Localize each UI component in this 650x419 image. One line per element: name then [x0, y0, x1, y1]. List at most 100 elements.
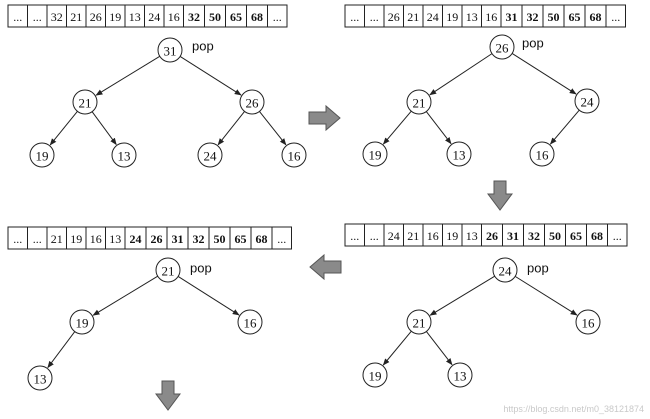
array-cell-value: 50: [549, 229, 561, 243]
tree-node-circle: [362, 141, 388, 167]
tree-node-circle: [446, 141, 472, 167]
tree-edge: [429, 275, 495, 316]
array-cell-value: 65: [569, 10, 581, 24]
watermark-text: https://blog.csdn.net/m0_38121874: [503, 404, 644, 414]
array-cell-value: ...: [13, 232, 22, 246]
array-cell-value: 31: [507, 229, 519, 243]
tree-node: 13: [111, 142, 137, 168]
tree-node-circle: [406, 309, 432, 335]
array-cell-value: ...: [13, 10, 22, 24]
arrow-down-icon: [487, 180, 513, 211]
tree-node-circle: [281, 142, 307, 168]
array-cell-value: ...: [350, 229, 359, 243]
array-cell-value: 19: [109, 10, 121, 24]
tree-edge: [382, 330, 412, 366]
tree-node-value: 19: [36, 149, 49, 164]
array-cell-value: 16: [427, 229, 439, 243]
array-cell: [607, 223, 628, 247]
array-cell-value: 19: [446, 10, 458, 24]
tree-node: 13: [27, 365, 53, 391]
pop-label: pop: [527, 261, 549, 276]
tree-node-value: 16: [288, 149, 302, 164]
tree-node: 24: [574, 88, 600, 114]
array-cell-value: 13: [129, 10, 141, 24]
tree-edge: [179, 56, 242, 96]
pop-label: pop: [192, 39, 214, 54]
tree-node-value: 24: [581, 95, 595, 110]
tree-node-circle: [492, 257, 518, 283]
array-cell-value: 31: [506, 10, 518, 24]
array-cell-value: ...: [33, 232, 42, 246]
array-cell-value: 50: [209, 10, 221, 24]
tree-node-value: 21: [413, 316, 426, 331]
array-cell-value: 68: [251, 10, 263, 24]
tree-node-circle: [111, 142, 137, 168]
tree-node-value: 13: [118, 149, 131, 164]
array-cell-value: 21: [407, 10, 419, 24]
tree-node: 19: [362, 141, 388, 167]
tree-node: 13: [447, 362, 473, 388]
tree-node-value: 16: [536, 148, 550, 163]
tree-node-value: 31: [164, 44, 177, 59]
tree-node: 24: [492, 257, 518, 283]
array-cell-value: 21: [70, 10, 82, 24]
tree-node-value: 16: [582, 316, 596, 331]
tree-node: 19: [29, 142, 55, 168]
tree-node-value: 19: [76, 316, 89, 331]
array-cell-value: 13: [466, 229, 478, 243]
tree-node-value: 19: [369, 369, 382, 384]
array-cell: [605, 4, 626, 28]
array-cell-value: 24: [148, 10, 160, 24]
array-cell-value: 16: [168, 10, 180, 24]
tree-edge: [429, 53, 493, 96]
tree-edge: [382, 110, 412, 145]
tree-node-value: 13: [34, 372, 47, 387]
array-cell-value: ...: [611, 10, 620, 24]
tree-node: 16: [575, 309, 601, 335]
tree-node-circle: [239, 89, 265, 115]
array-cell-value: 13: [109, 232, 121, 246]
array-cell-value: 16: [485, 10, 497, 24]
tree-node-value: 21: [79, 96, 92, 111]
tree-node-circle: [489, 34, 515, 60]
tree-node: 21: [406, 89, 432, 115]
tree-node: 26: [489, 34, 515, 60]
tree-node: 16: [529, 141, 555, 167]
tree-node-circle: [197, 142, 223, 168]
array-cell-value: 24: [427, 10, 439, 24]
tree-edge: [47, 331, 76, 369]
tree-edge: [49, 111, 78, 146]
array-cell-value: 68: [591, 229, 603, 243]
tree-node-circle: [157, 37, 183, 63]
array-cell-value: 13: [466, 10, 478, 24]
tree-node-circle: [72, 89, 98, 115]
tree-node-circle: [575, 309, 601, 335]
array-cell: [271, 226, 292, 250]
tree-node: 16: [237, 309, 263, 335]
array-cell-value: 16: [90, 232, 102, 246]
tree-node: 31: [157, 37, 183, 63]
array-cell-value: ...: [277, 232, 286, 246]
arrow-right-icon: [308, 104, 341, 132]
array-cell-value: 50: [214, 232, 226, 246]
tree-node-circle: [29, 142, 55, 168]
tree-edge: [425, 111, 452, 145]
tree-node: 13: [446, 141, 472, 167]
array-cell-value: 21: [51, 232, 63, 246]
pop-label: pop: [522, 36, 544, 51]
array-cell-value: ...: [273, 10, 282, 24]
array-cell-value: 24: [388, 229, 400, 243]
tree-node: 24: [197, 142, 223, 168]
array-cell-value: 32: [51, 10, 63, 24]
array-cell-value: ...: [350, 10, 359, 24]
tree-node-circle: [155, 257, 181, 283]
array-cell: [267, 4, 288, 28]
array-cell-value: ...: [613, 229, 622, 243]
array-cell-value: 68: [256, 232, 268, 246]
tree-node-value: 19: [369, 148, 382, 163]
arrow-down-icon: [155, 380, 181, 411]
